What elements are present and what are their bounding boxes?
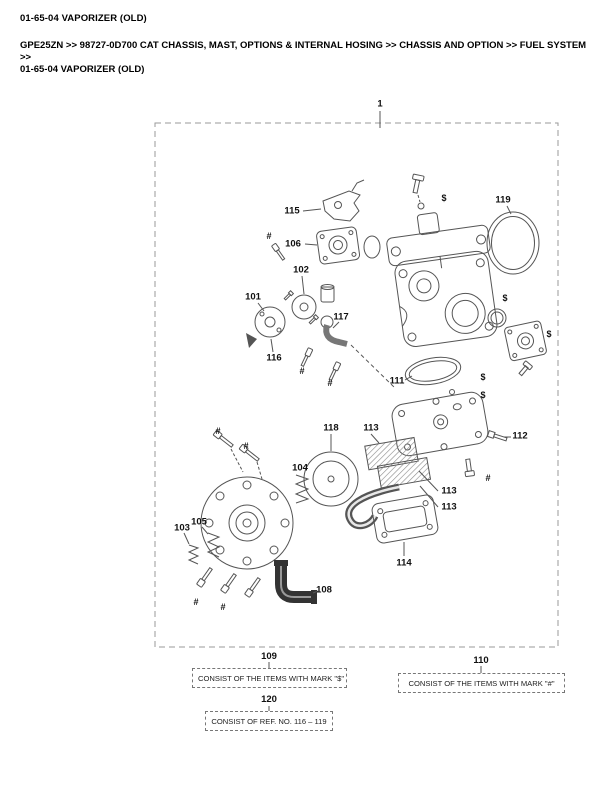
float-chamber-body [391, 389, 489, 457]
o-ring [363, 235, 381, 259]
bolt [212, 429, 234, 448]
part-114-cover [371, 494, 439, 556]
part-label-113: 113 [441, 485, 457, 497]
part-label-117: 117 [333, 311, 349, 323]
mark-#: # [485, 473, 491, 483]
part-label-1: 1 [377, 98, 383, 110]
note-box-109: CONSIST OF THE ITEMS WITH MARK "$" [192, 668, 347, 688]
screw [300, 347, 314, 367]
bolt-top [412, 173, 425, 210]
bolt [196, 566, 213, 588]
note-ref-109: 109 [261, 651, 277, 662]
mark-#: # [266, 231, 272, 241]
mark-#: # [327, 378, 333, 388]
part-label-111: 111 [389, 375, 405, 387]
assembly-boundary-box [154, 122, 559, 648]
part-label-104: 104 [292, 462, 308, 474]
part-label-118: 118 [323, 422, 339, 434]
part-113-screens [364, 433, 439, 508]
part-label-119: 119 [495, 194, 511, 206]
mark-#: # [243, 441, 249, 451]
part-label-101: 101 [245, 291, 261, 303]
mark-#: # [220, 602, 226, 612]
part-label-115: 115 [284, 205, 300, 217]
note-box-110: CONSIST OF THE ITEMS WITH MARK "#" [398, 673, 565, 693]
part-label-113: 113 [363, 422, 379, 434]
part-label-113: 113 [441, 501, 457, 513]
part-101-disc [246, 302, 286, 353]
part-label-105: 105 [191, 516, 207, 528]
part-119-ring [486, 205, 540, 275]
bolt [464, 458, 475, 478]
bolt [220, 572, 237, 594]
mark-#: # [193, 597, 199, 607]
mark-$: $ [441, 193, 447, 203]
note-ref-110: 110 [473, 655, 489, 666]
carburetor-body [386, 212, 498, 348]
breadcrumb-line-1: GPE25ZN >> 98727-0D700 CAT CHASSIS, MAST… [20, 40, 587, 63]
part-105-spring [201, 526, 221, 558]
mark-$: $ [546, 329, 552, 339]
note-box-120: CONSIST OF REF. NO. 116 – 119 [205, 711, 333, 731]
part-115-bracket [302, 179, 365, 222]
bolt [238, 443, 260, 462]
screw [271, 243, 286, 261]
part-112-bolt [486, 430, 511, 442]
part-104-spring [294, 474, 310, 504]
part-label-106: 106 [285, 238, 301, 250]
mark-$: $ [480, 372, 486, 382]
breadcrumb-line-2: 01-65-04 VAPORIZER (OLD) [20, 64, 145, 75]
part-118-disc [303, 434, 359, 507]
screw [328, 361, 342, 381]
part-label-112: 112 [512, 430, 528, 442]
part-117-elbow [320, 315, 397, 390]
part-label-114: 114 [396, 557, 412, 569]
right-cover-assembly [487, 308, 547, 377]
breadcrumb: GPE25ZN >> 98727-0D700 CAT CHASSIS, MAST… [20, 40, 595, 76]
part-label-116: 116 [266, 352, 282, 364]
note-ref-120: 120 [261, 694, 277, 705]
regulator-cover-plate [200, 476, 294, 570]
part-108-elbow [274, 560, 319, 604]
part-111-gasket [404, 356, 462, 386]
part-label-102: 102 [293, 264, 309, 276]
mark-$: $ [502, 293, 508, 303]
part-106-plate [304, 226, 361, 265]
part-103-spring [183, 532, 200, 565]
mark-#: # [299, 366, 305, 376]
part-label-103: 103 [174, 522, 190, 534]
part-label-108: 108 [316, 584, 332, 596]
mark-#: # [215, 426, 221, 436]
page-title: 01-65-04 VAPORIZER (OLD) [20, 13, 147, 24]
bolt [244, 576, 261, 598]
part-102-disc [283, 275, 335, 325]
mark-$: $ [480, 390, 486, 400]
